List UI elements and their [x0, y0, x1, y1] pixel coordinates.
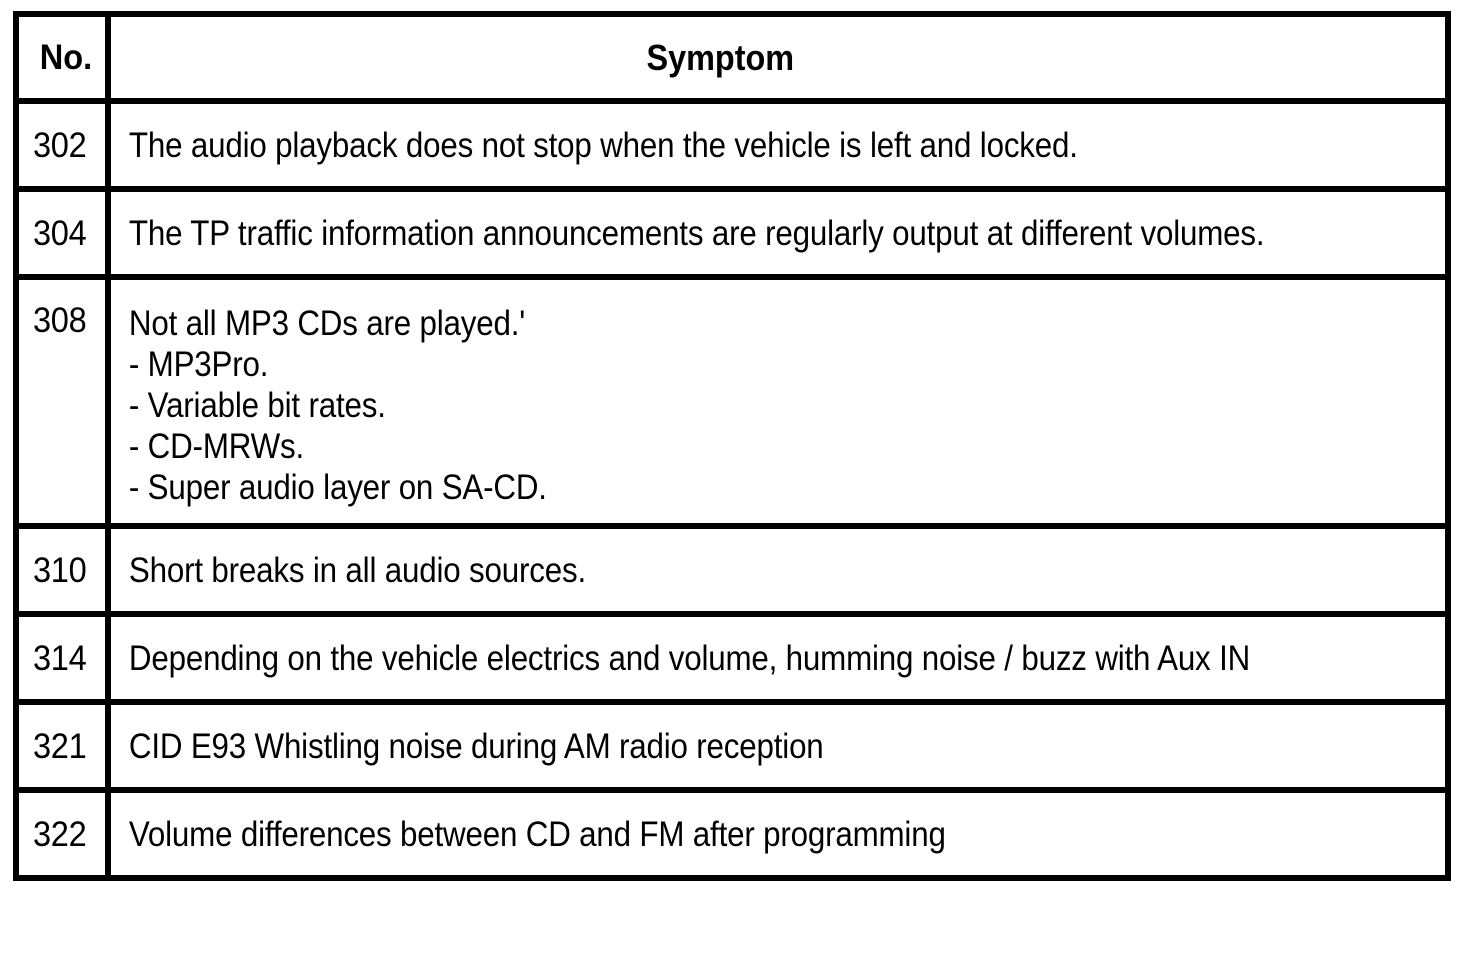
row-number: 310	[32, 550, 87, 590]
row-symptom-text: Short breaks in all audio sources.	[128, 550, 586, 590]
cell-no: 314	[13, 611, 111, 705]
table-row: 308 Not all MP3 CDs are played.'- MP3Pro…	[13, 274, 1451, 529]
cell-symptom: Depending on the vehicle electrics and v…	[105, 611, 1451, 705]
cell-symptom: Not all MP3 CDs are played.'- MP3Pro.- V…	[105, 274, 1451, 529]
symptom-line-list: Not all MP3 CDs are played.'- MP3Pro.- V…	[129, 303, 1300, 508]
cell-no: 308	[13, 274, 111, 529]
cell-symptom: Short breaks in all audio sources.	[105, 523, 1451, 617]
cell-symptom: The TP traffic information announcements…	[105, 186, 1451, 280]
table-row: 321 CID E93 Whistling noise during AM ra…	[13, 699, 1451, 793]
table-header-row: No. Symptom	[13, 11, 1451, 104]
row-symptom-text: Not all MP3 CDs are played.'- MP3Pro.- V…	[111, 280, 1305, 508]
table-row: 302 The audio playback does not stop whe…	[13, 98, 1451, 192]
cell-no: 302	[13, 98, 111, 192]
symptom-line: Not all MP3 CDs are played.'	[128, 304, 526, 343]
cell-no: 310	[13, 523, 111, 617]
row-number: 304	[32, 213, 87, 253]
table-row: 322 Volume differences between CD and FM…	[13, 787, 1451, 881]
table-row: 310 Short breaks in all audio sources.	[13, 523, 1451, 617]
cell-no: 304	[13, 186, 111, 280]
row-number: 302	[32, 125, 87, 165]
row-number: 314	[32, 638, 87, 678]
cell-no: 321	[13, 699, 111, 793]
cell-symptom: Volume differences between CD and FM aft…	[105, 787, 1451, 881]
row-number: 322	[32, 814, 87, 854]
column-header-symptom-label: Symptom	[646, 36, 795, 78]
row-number: 321	[32, 726, 87, 766]
row-symptom-text: CID E93 Whistling noise during AM radio …	[128, 726, 824, 766]
table-row: 314 Depending on the vehicle electrics a…	[13, 611, 1451, 705]
cell-symptom: CID E93 Whistling noise during AM radio …	[105, 699, 1451, 793]
symptom-table: No. Symptom 302 The audio playback does …	[13, 11, 1451, 881]
table-header: No. Symptom	[13, 11, 1451, 104]
row-number: 308	[32, 301, 87, 340]
row-symptom-text: Volume differences between CD and FM aft…	[128, 814, 946, 854]
cell-symptom: The audio playback does not stop when th…	[105, 98, 1451, 192]
column-header-symptom: Symptom	[105, 11, 1451, 104]
table-body: 302 The audio playback does not stop whe…	[13, 98, 1451, 881]
table-row: 304 The TP traffic information announcem…	[13, 186, 1451, 280]
row-symptom-text: The TP traffic information announcements…	[128, 213, 1265, 253]
symptom-line: - Super audio layer on SA-CD.	[128, 468, 547, 507]
row-symptom-text: The audio playback does not stop when th…	[128, 125, 1078, 165]
column-header-no: No.	[13, 11, 111, 104]
column-header-no-label: No.	[39, 38, 93, 77]
row-symptom-text: Depending on the vehicle electrics and v…	[128, 638, 1251, 678]
cell-no: 322	[13, 787, 111, 881]
symptom-line: - Variable bit rates.	[128, 386, 386, 425]
symptom-line: - MP3Pro.	[128, 345, 269, 384]
symptom-line: - CD-MRWs.	[128, 427, 305, 466]
